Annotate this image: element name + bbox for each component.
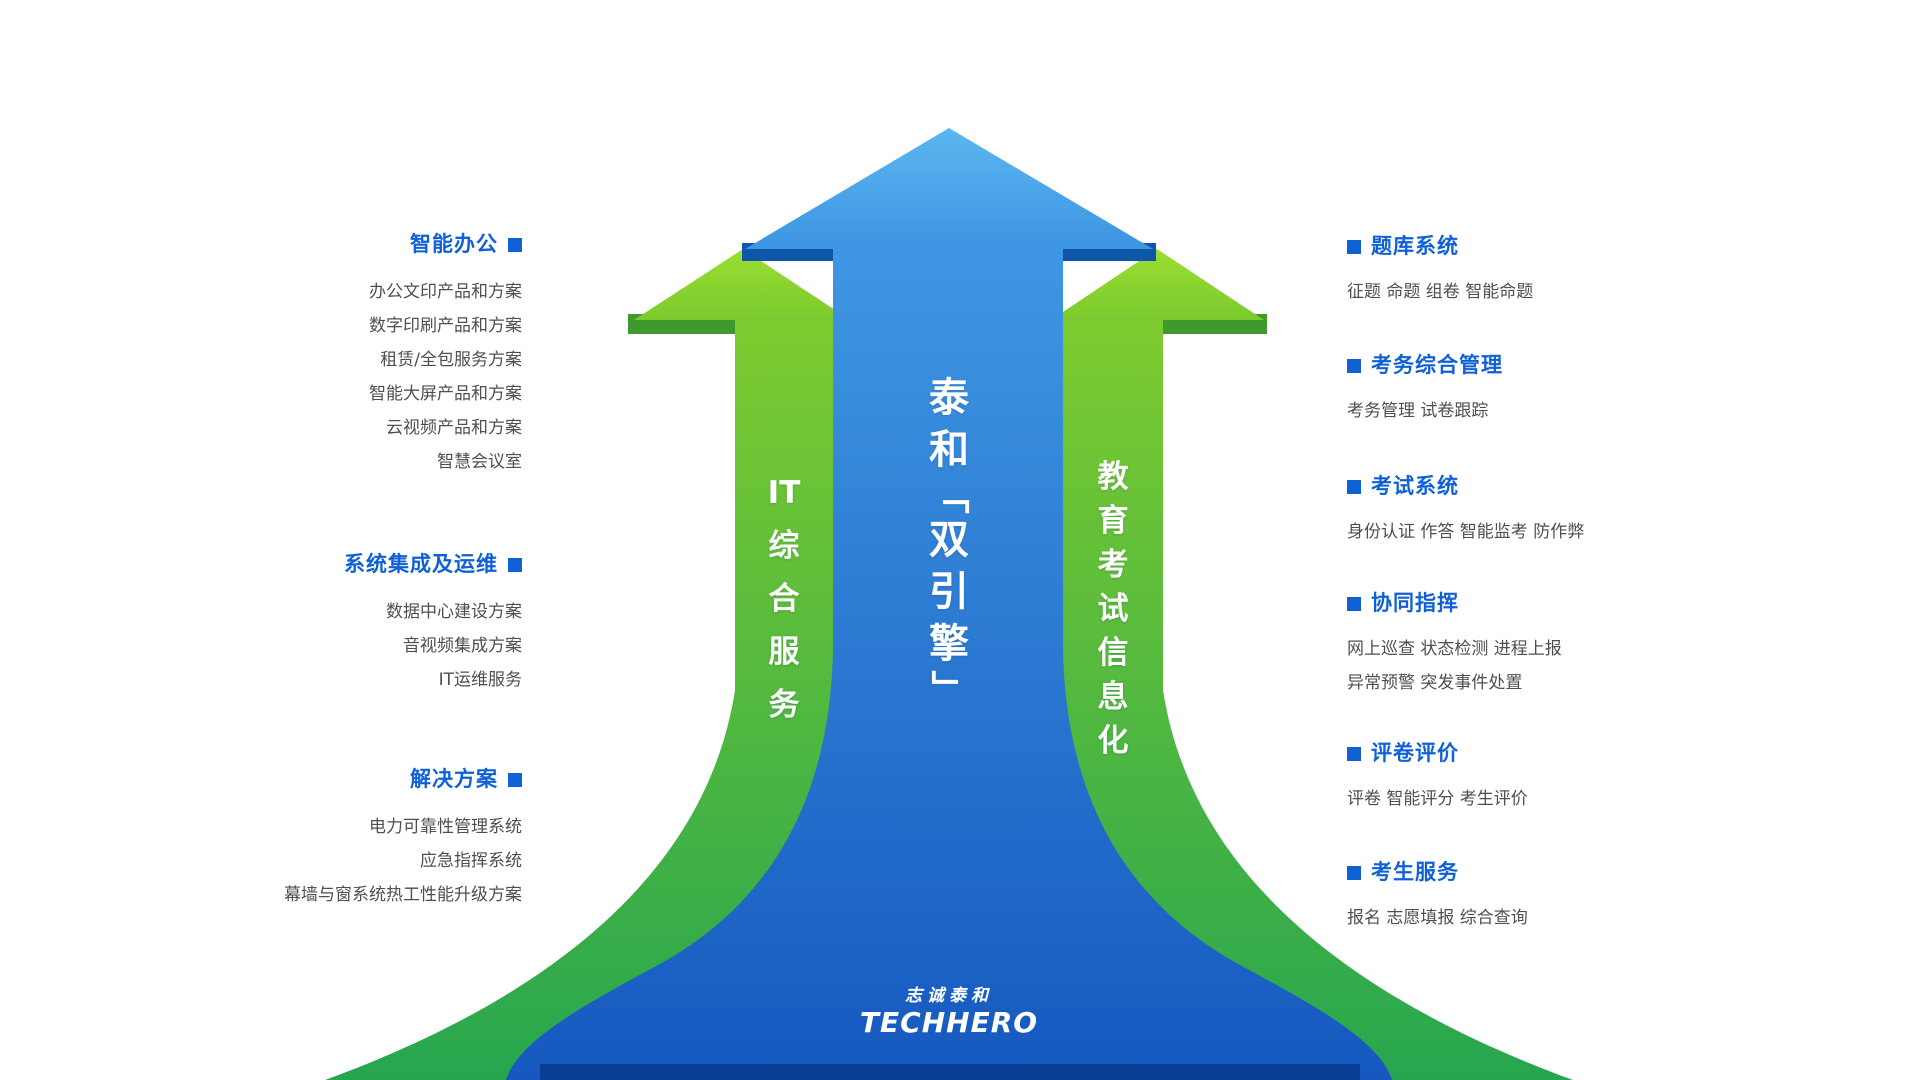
arrow-label-char: 综 xyxy=(768,528,800,564)
list-item: 征题 命题 组卷 智能命题 xyxy=(1347,282,1534,302)
left-group-solutions: 解决方案 电力可靠性管理系统 应急指挥系统 幕墙与窗系统热工性能升级方案 xyxy=(102,767,522,912)
group-title: 考务综合管理 xyxy=(1371,353,1503,377)
right-group-exam-admin: 考务综合管理 考务管理 试卷跟踪 xyxy=(1347,353,1827,428)
center-blue-arrow-head xyxy=(745,128,1153,249)
list-item: 智慧会议室 xyxy=(437,452,522,472)
group-title-row: 协同指挥 xyxy=(1347,591,1827,616)
list-item: 异常预警 突发事件处置 xyxy=(1347,673,1523,693)
arrow-label-open-bracket: 「 xyxy=(926,475,971,515)
right-group-coordinated-command: 协同指挥 网上巡查 状态检测 进程上报 异常预警 突发事件处置 xyxy=(1347,591,1827,700)
list-item: 数字印刷产品和方案 xyxy=(369,316,522,336)
list-item: 网上巡查 状态检测 进程上报 xyxy=(1347,639,1562,659)
group-title-row: 考生服务 xyxy=(1347,860,1827,885)
bullet-square-icon xyxy=(508,772,522,787)
center-blue-arrow-body xyxy=(506,243,1392,1080)
list-item: 数据中心建设方案 xyxy=(386,602,522,622)
arrow-label-char: IT xyxy=(767,475,801,511)
list-item: 智能大屏产品和方案 xyxy=(369,384,522,404)
group-title: 系统集成及运维 xyxy=(344,552,498,576)
group-title-row: 系统集成及运维 xyxy=(102,552,522,577)
right-group-exam-system: 考试系统 身份认证 作答 智能监考 防作弊 xyxy=(1347,474,1827,549)
arrow-label-char: 化 xyxy=(1097,723,1129,759)
list-item: 考务管理 试卷跟踪 xyxy=(1347,401,1489,421)
arrow-label-char: 擎 xyxy=(929,621,969,667)
bullet-square-icon xyxy=(1347,358,1361,373)
group-title: 题库系统 xyxy=(1371,234,1459,258)
group-title-row: 解决方案 xyxy=(102,767,522,792)
group-title: 智能办公 xyxy=(410,232,498,256)
base-navy-strip xyxy=(540,1064,1360,1080)
bullet-square-icon xyxy=(508,557,522,572)
bullet-square-icon xyxy=(1347,865,1361,880)
list-item: 租赁/全包服务方案 xyxy=(380,350,522,370)
group-title: 协同指挥 xyxy=(1371,591,1459,615)
left-green-arrow-head xyxy=(634,249,850,320)
group-title: 考生服务 xyxy=(1371,860,1459,884)
arrow-label-char: 考 xyxy=(1097,547,1129,583)
arrow-label-char: 信 xyxy=(1097,635,1129,671)
group-title-row: 智能办公 xyxy=(102,232,522,257)
bullet-square-icon xyxy=(1347,239,1361,254)
company-logo: 志诚泰和 TECHHERO xyxy=(860,986,1038,1038)
bullet-square-icon xyxy=(1347,596,1361,611)
group-title-row: 考务综合管理 xyxy=(1347,353,1827,378)
group-title-row: 题库系统 xyxy=(1347,234,1827,259)
arrow-label-char: 务 xyxy=(768,687,800,723)
arrow-label-char: 息 xyxy=(1097,679,1129,715)
logo-english-text: TECHHERO xyxy=(859,1006,1039,1039)
list-item: 幕墙与窗系统热工性能升级方案 xyxy=(284,885,522,905)
arrow-label-char: 引 xyxy=(929,569,969,615)
left-group-system-integration: 系统集成及运维 数据中心建设方案 音视频集成方案 IT运维服务 xyxy=(102,552,522,697)
list-item: IT运维服务 xyxy=(438,670,522,690)
group-title: 解决方案 xyxy=(410,767,498,791)
list-item: 办公文印产品和方案 xyxy=(369,282,522,302)
right-group-question-bank: 题库系统 征题 命题 组卷 智能命题 xyxy=(1347,234,1827,309)
right-green-arrow-body xyxy=(1053,316,1573,1080)
bullet-square-icon xyxy=(1347,479,1361,494)
right-green-arrow-head xyxy=(1051,249,1264,320)
arrow-label-char: 泰 xyxy=(929,375,969,421)
arrow-label-char: 教 xyxy=(1097,459,1129,495)
arrow-label-char: 服 xyxy=(768,634,800,670)
bullet-square-icon xyxy=(1347,746,1361,761)
right-arrow-label: 教 育 考 试 信 息 化 xyxy=(1098,462,1129,757)
left-group-smart-office: 智能办公 办公文印产品和方案 数字印刷产品和方案 租赁/全包服务方案 智能大屏产… xyxy=(102,232,522,479)
group-title-row: 考试系统 xyxy=(1347,474,1827,499)
right-group-marking-evaluation: 评卷评价 评卷 智能评分 考生评价 xyxy=(1347,741,1827,816)
arrow-label-char: 育 xyxy=(1097,503,1129,539)
list-item: 云视频产品和方案 xyxy=(386,418,522,438)
group-title-row: 评卷评价 xyxy=(1347,741,1827,766)
arrow-label-char: 双 xyxy=(929,517,969,563)
logo-chinese-text: 志诚泰和 xyxy=(904,986,993,1006)
group-title: 考试系统 xyxy=(1371,474,1459,498)
bullet-square-icon xyxy=(508,237,522,252)
right-group-candidate-services: 考生服务 报名 志愿填报 综合查询 xyxy=(1347,860,1827,935)
arrow-label-char: 合 xyxy=(768,581,800,617)
list-item: 报名 志愿填报 综合查询 xyxy=(1347,908,1528,928)
list-item: 应急指挥系统 xyxy=(420,851,522,871)
group-title: 评卷评价 xyxy=(1371,741,1459,765)
list-item: 身份认证 作答 智能监考 防作弊 xyxy=(1347,522,1585,542)
arrow-label-close-bracket: 」 xyxy=(926,669,971,709)
list-item: 评卷 智能评分 考生评价 xyxy=(1347,789,1528,809)
left-arrow-label: IT 综 合 服 务 xyxy=(768,478,801,721)
list-item: 音视频集成方案 xyxy=(403,636,522,656)
list-item: 电力可靠性管理系统 xyxy=(369,817,522,837)
left-green-arrow-body xyxy=(325,316,845,1080)
center-arrow-label: 泰 和 「 双 引 擎 」 xyxy=(926,375,971,708)
arrow-label-char: 和 xyxy=(929,427,969,473)
arrow-label-char: 试 xyxy=(1097,591,1129,627)
